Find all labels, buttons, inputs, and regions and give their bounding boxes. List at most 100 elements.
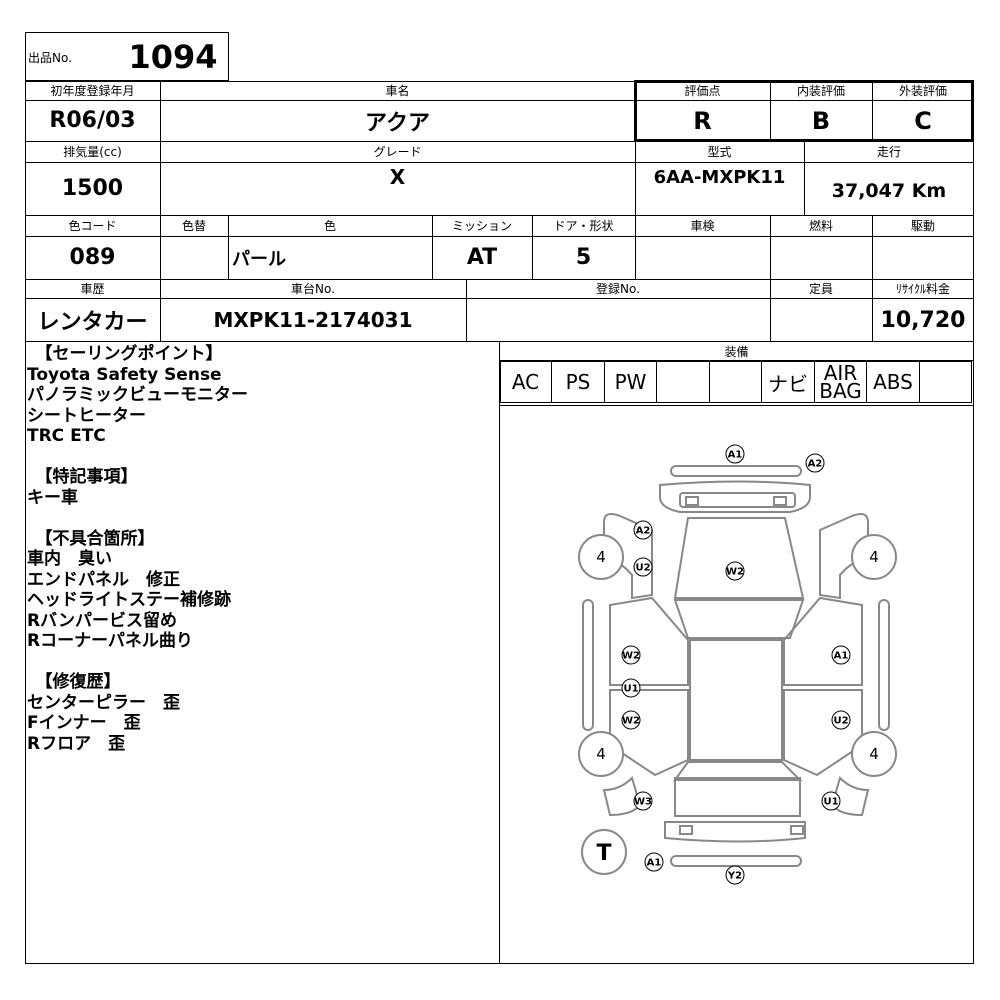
- lot-label: 出品No.: [28, 50, 72, 65]
- note-line: [27, 447, 497, 468]
- damage-mark-code: U2: [833, 716, 848, 727]
- lot-number: 1094: [128, 38, 218, 76]
- label-color-change: 色替: [181, 219, 206, 233]
- lot-box: [25, 32, 229, 81]
- label-chassis: 車台No.: [291, 282, 335, 296]
- equipment-row: [500, 361, 972, 403]
- note-line: [27, 652, 497, 673]
- damage-mark-circle: [831, 710, 851, 730]
- equipment-item: ナビ: [762, 361, 815, 403]
- value-exterior: C: [914, 106, 932, 135]
- damage-mark-code: U1: [823, 797, 838, 808]
- label-mission: ミッション: [451, 219, 512, 233]
- equipment-item: ABS: [867, 361, 920, 403]
- value-car-name: アクア: [365, 110, 430, 136]
- damage-mark-code: U1: [623, 684, 638, 695]
- tire-rating: 4: [596, 548, 606, 566]
- damage-mark-code: A2: [636, 526, 651, 537]
- label-mileage: 走行: [876, 145, 901, 159]
- note-line: Rフロア 歪: [27, 733, 126, 754]
- note-line: Rコーナーパネル曲り: [27, 631, 193, 651]
- note-line: Rバンパービス留め: [27, 610, 177, 631]
- label-drive: 駆動: [910, 219, 935, 233]
- label-exterior: 外装評価: [898, 84, 947, 98]
- label-history: 車歴: [80, 282, 105, 296]
- tire-circle: [851, 534, 897, 580]
- note-line: パノラミックビューモニター: [27, 385, 248, 405]
- label-score: 評価点: [684, 84, 721, 98]
- label-inspection: 車検: [690, 219, 715, 233]
- note-line: 車内 臭い: [27, 549, 112, 569]
- value-model: 6AA-MXPK11: [653, 166, 786, 188]
- label-registration: 登録No.: [596, 282, 640, 296]
- note-line: [27, 508, 497, 529]
- note-line: 【特記事項】: [27, 467, 138, 487]
- equipment-item: [710, 361, 762, 403]
- damage-mark-circle: [821, 791, 841, 811]
- value-color: パール: [232, 248, 286, 270]
- damage-mark-circle: [805, 453, 825, 473]
- value-chassis: MXPK11-2174031: [213, 308, 413, 332]
- damage-mark-code: A1: [834, 651, 849, 662]
- note-line: 【セーリングポイント】: [27, 344, 223, 364]
- tire-rating: 4: [596, 745, 606, 763]
- value-mileage: 37,047 Km: [831, 180, 947, 202]
- label-recycle: ﾘｻｲｸﾙ料金: [895, 282, 950, 296]
- damage-mark-code: Y2: [727, 871, 742, 882]
- damage-mark-circle: [621, 645, 641, 665]
- tire-rating: 4: [869, 548, 879, 566]
- label-equipment: 装備: [724, 345, 749, 359]
- value-score: R: [693, 106, 712, 135]
- damage-mark-circle: [725, 561, 745, 581]
- damage-mark-code: W2: [622, 716, 640, 727]
- label-displacement: 排気量(cc): [63, 145, 122, 159]
- equipment-item: [657, 361, 710, 403]
- tire-circle: [578, 731, 624, 777]
- damage-mark-circle: [633, 520, 653, 540]
- tire-circle: [851, 731, 897, 777]
- tire-circle: [578, 534, 624, 580]
- label-grade: グレード: [373, 145, 422, 159]
- damage-mark-circle: [621, 710, 641, 730]
- equipment-item: AC: [500, 361, 552, 403]
- value-mission: AT: [466, 245, 498, 270]
- damage-mark-code: U2: [635, 563, 650, 574]
- note-line: キー車: [27, 487, 78, 508]
- note-line: Toyota Safety Sense: [27, 364, 222, 385]
- note-line: 【修復歴】: [27, 672, 121, 692]
- damage-mark-circle: [621, 678, 641, 698]
- value-first-reg: R06/03: [49, 108, 136, 133]
- label-color: 色: [323, 219, 336, 233]
- damage-mark-circle: [831, 645, 851, 665]
- tire-rating: 4: [869, 745, 879, 763]
- note-line: ヘッドライトステー補修跡: [27, 590, 231, 610]
- note-line: センターピラー 歪: [27, 692, 180, 713]
- damage-mark-circle: [633, 791, 653, 811]
- damage-mark-circle: [725, 444, 745, 464]
- damage-mark-code: W2: [622, 651, 640, 662]
- label-first-reg: 初年度登録年月: [50, 84, 135, 98]
- label-color-code: 色コード: [68, 219, 117, 233]
- damage-mark-code: A1: [728, 450, 743, 461]
- spare-tire-circle: [581, 829, 627, 875]
- note-line: 【不具合箇所】: [27, 528, 155, 549]
- note-line: エンドパネル 修正: [27, 569, 180, 590]
- damage-mark-circle: [725, 865, 745, 885]
- note-line: TRC ETC: [27, 426, 106, 446]
- value-color-code: 089: [69, 245, 116, 270]
- score-box: [634, 80, 974, 142]
- label-door-shape: ドア・形状: [553, 219, 614, 233]
- damage-mark-code: W2: [726, 567, 744, 578]
- label-model: 型式: [707, 145, 732, 159]
- value-recycle: 10,720: [880, 307, 966, 333]
- value-displacement: 1500: [61, 176, 124, 201]
- damage-mark-code: A2: [808, 459, 823, 470]
- notes-panel: 【セーリングポイント】 Toyota Safety Sense パノラミックビュ…: [27, 344, 497, 754]
- label-interior: 内装評価: [796, 84, 845, 98]
- note-line: シートヒーター: [27, 405, 146, 426]
- spare-tire-label: T: [596, 841, 611, 866]
- note-line: Fインナー 歪: [27, 713, 141, 733]
- info-table: [25, 81, 974, 342]
- value-grade: X: [389, 165, 406, 189]
